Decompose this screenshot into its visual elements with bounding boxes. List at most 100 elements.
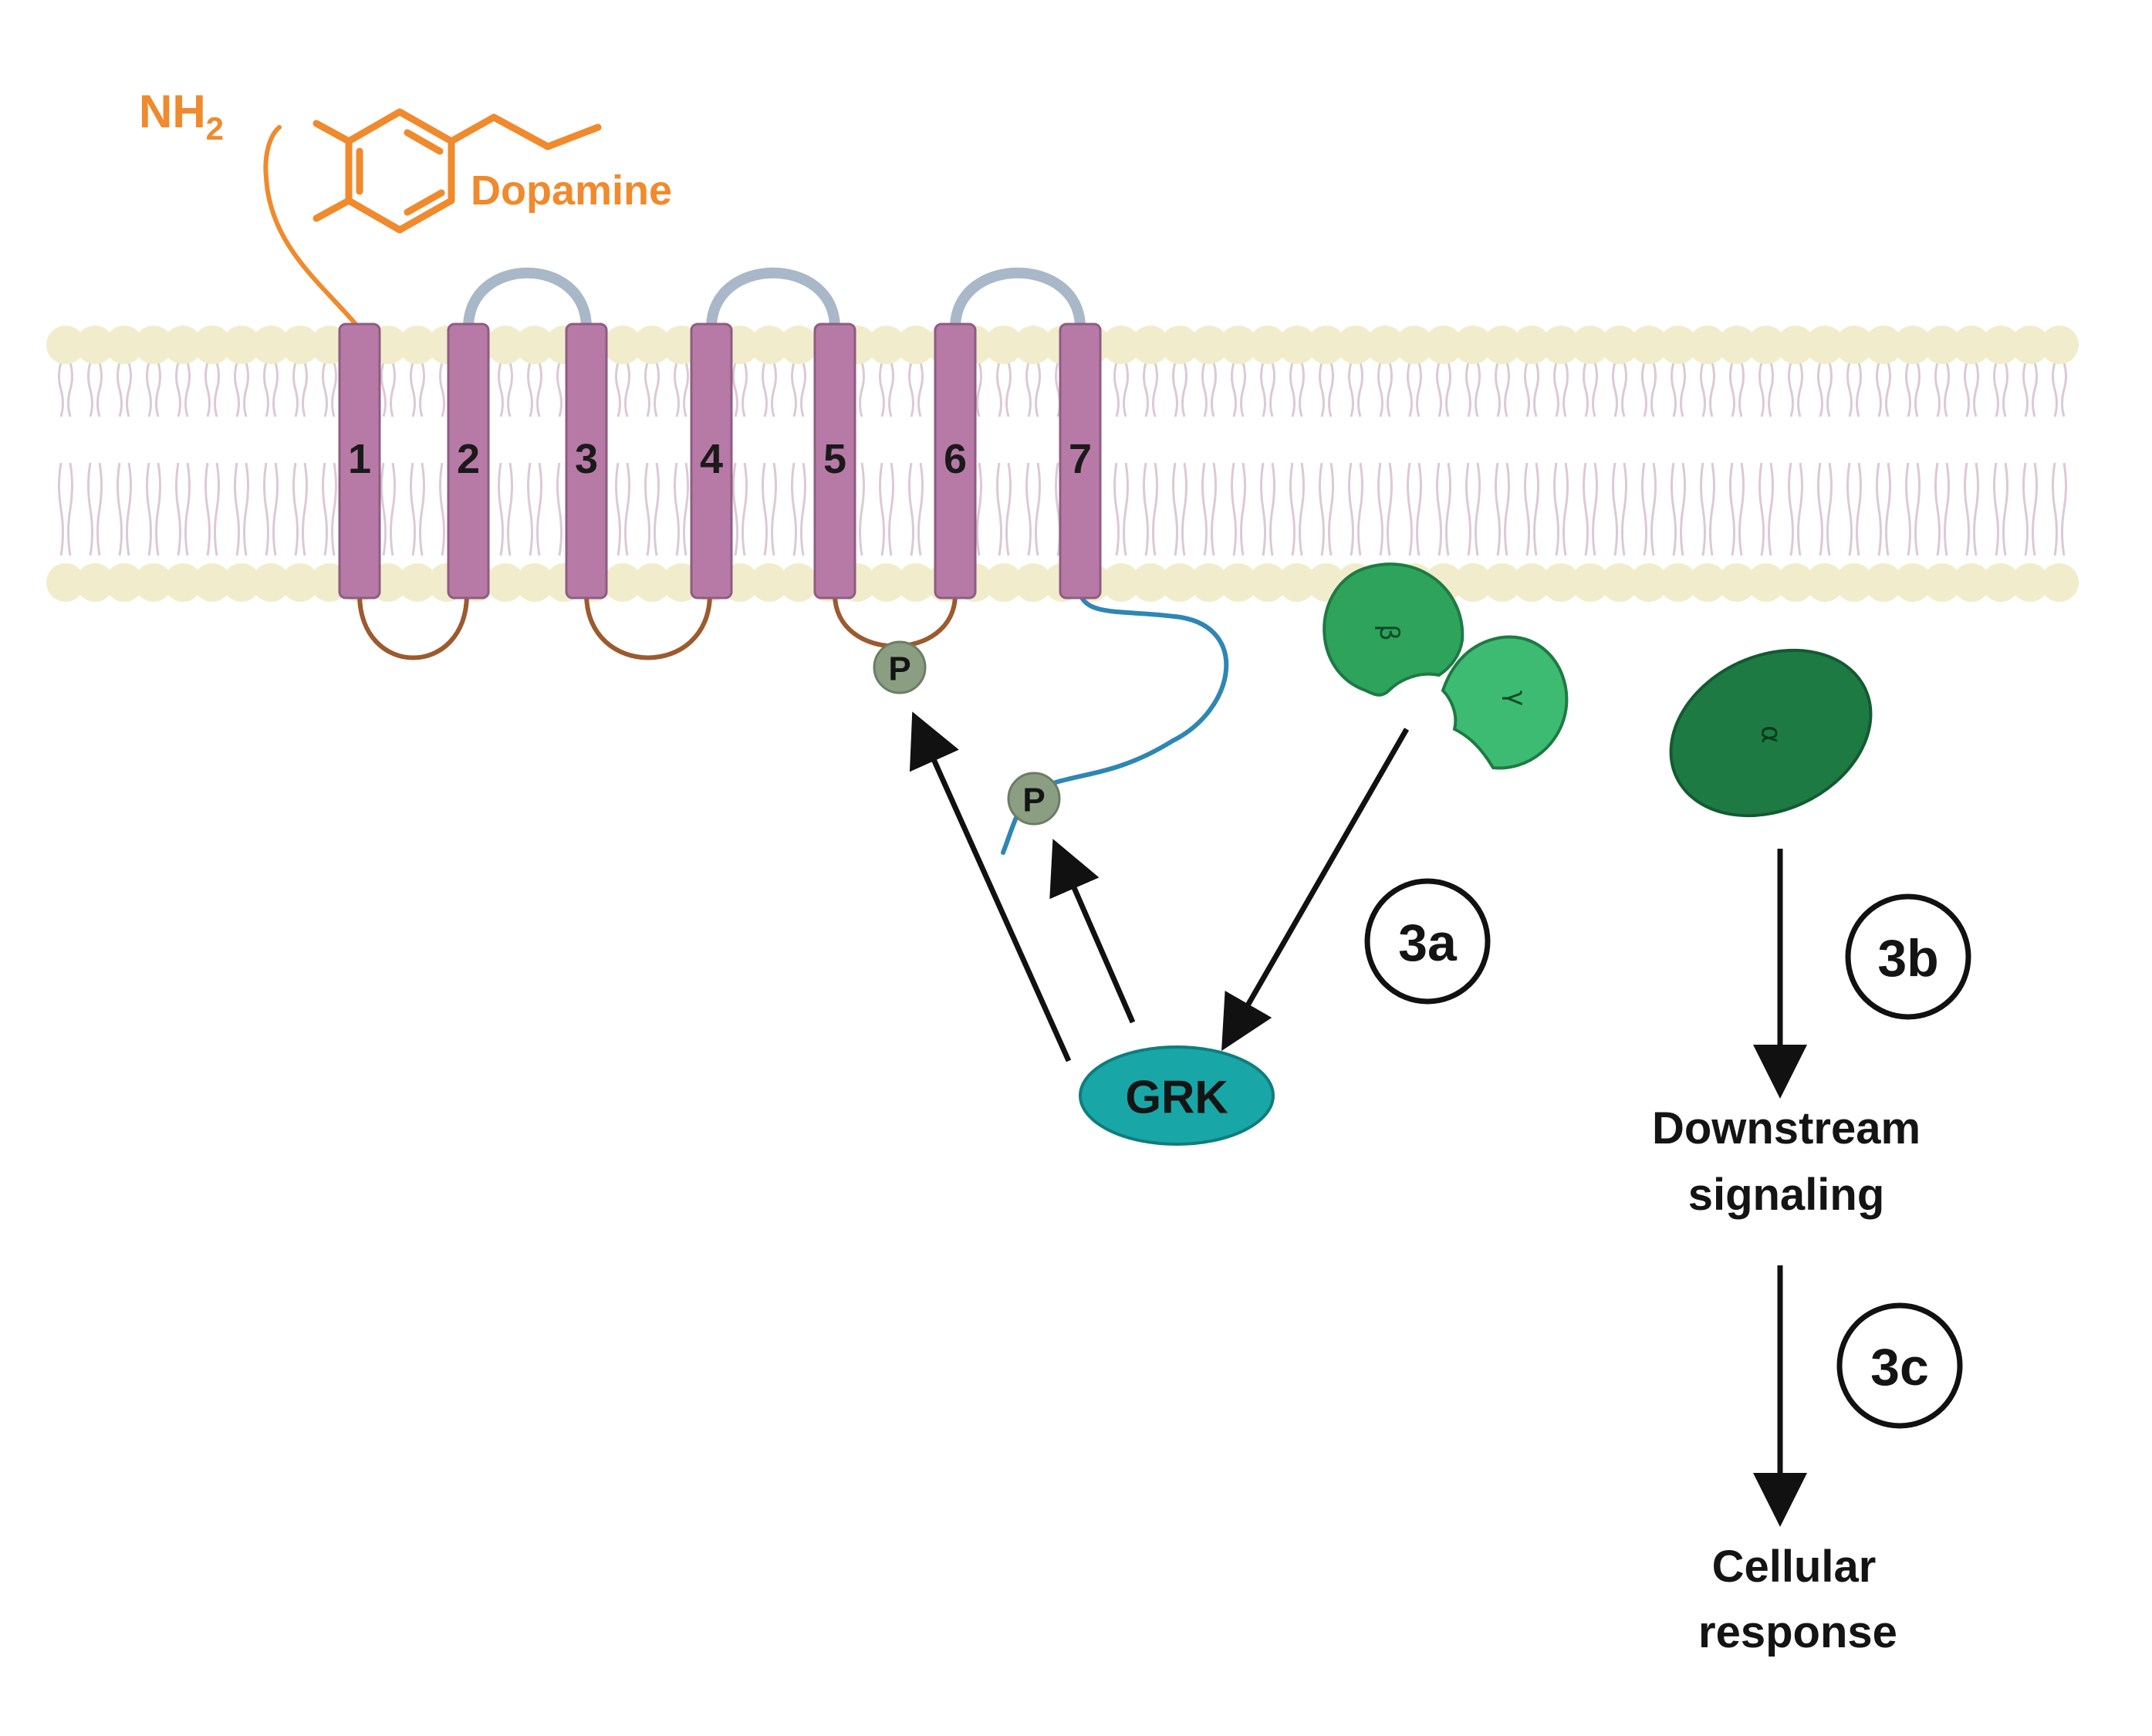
lipid-tail: [2052, 362, 2067, 417]
arrow-grk-to-p1: [909, 711, 1072, 1062]
lipid-head: [1160, 563, 1199, 602]
lipid-tail: [996, 462, 1012, 556]
lipid-tail: [762, 362, 777, 417]
dopamine-label: Dopamine: [471, 167, 672, 214]
dopamine-molecule: [312, 108, 602, 234]
step-3b: 3b: [1845, 893, 1971, 1020]
lipid-head: [867, 563, 906, 602]
lipid-tail: [908, 462, 924, 556]
lipid-tail: [380, 462, 396, 556]
intracellular-loops: [357, 592, 958, 660]
phosphate-label: P: [1022, 782, 1045, 819]
lipid-tail: [1934, 462, 1950, 556]
nh2-label: NH2: [139, 86, 224, 147]
lipid-head: [1278, 326, 1316, 364]
lipid-tail: [1113, 362, 1129, 417]
lipid-tail: [117, 462, 132, 556]
helix-number: 5: [823, 436, 846, 482]
helix-number: 3: [575, 436, 598, 482]
g-gamma-subunit: [1441, 635, 1569, 770]
lipid-head: [1571, 326, 1610, 364]
helix-body: [565, 323, 608, 599]
lipid-head: [222, 563, 261, 602]
lipid-head: [1630, 326, 1668, 364]
lipid-tail: [1289, 362, 1305, 417]
lipid-tail: [292, 462, 308, 556]
lipid-head: [1864, 326, 1903, 364]
lipid-tail: [1964, 462, 1979, 556]
lipid-tail: [263, 462, 279, 556]
lipid-head: [1219, 563, 1258, 602]
lipid-head: [1718, 563, 1756, 602]
lipid-head: [633, 326, 671, 364]
lipid-tail: [908, 362, 924, 417]
lipid-tail: [1348, 362, 1363, 417]
lipid-tail: [58, 462, 73, 556]
lipid-tail: [879, 362, 894, 417]
extracellular-loop-4-5: [706, 267, 840, 333]
intracellular-loop-1-2: [357, 592, 469, 660]
lipid-tail: [1788, 462, 1803, 556]
lipid-tail: [2022, 362, 2038, 417]
lipid-tail: [644, 362, 660, 417]
lipid-tail: [175, 362, 191, 417]
lipid-tail: [1436, 362, 1451, 417]
lipid-tail: [1641, 462, 1657, 556]
lipid-head: [1776, 563, 1815, 602]
lipid-tail: [410, 462, 425, 556]
helix-body: [813, 323, 856, 599]
lipid-tail: [292, 362, 308, 417]
lipid-head: [897, 326, 935, 364]
lipid-head: [603, 563, 642, 602]
helix-number: 4: [700, 436, 723, 482]
lipid-tail: [732, 462, 748, 556]
transmembrane-helix: 4: [690, 323, 733, 599]
lipid-tail: [1671, 462, 1686, 556]
lipid-tail: [234, 462, 249, 556]
lipid-tail: [1407, 362, 1422, 417]
lipid-head: [164, 326, 202, 364]
intracellular-loop-5-6: [833, 592, 958, 649]
lipid-head: [2040, 326, 2079, 364]
lipid-head: [1190, 563, 1228, 602]
lipid-head: [1190, 326, 1228, 364]
lipid-head: [1952, 563, 1991, 602]
lipid-tail: [1758, 362, 1774, 417]
lipid-tail: [1319, 362, 1334, 417]
lipid-tail: [234, 362, 249, 417]
lipid-tail: [1025, 462, 1041, 556]
lipid-tail: [1524, 462, 1539, 556]
lipid-tail: [1231, 462, 1246, 556]
lipid-tail: [1289, 462, 1305, 556]
lipid-head: [1454, 326, 1492, 364]
transmembrane-helix: 2: [447, 323, 490, 599]
grk-kinase: GRK: [1079, 1045, 1275, 1146]
lipid-tail: [879, 462, 894, 556]
lipid-head: [76, 326, 114, 364]
lipid-tail: [1436, 462, 1451, 556]
lipid-head: [1864, 563, 1903, 602]
step-3b-label: 3b: [1877, 929, 1938, 988]
lipid-head: [867, 326, 906, 364]
lipid-head: [1894, 563, 1932, 602]
lipid-tail: [1495, 362, 1510, 417]
lipid-head: [1307, 326, 1346, 364]
downstream-label-line2: signaling: [1688, 1170, 1885, 1220]
lipid-tail: [1260, 362, 1275, 417]
lipid-head: [750, 563, 789, 602]
lipid-tail: [58, 362, 73, 417]
lipid-tail: [674, 462, 689, 556]
lipid-tail: [1583, 462, 1598, 556]
response-label-line2: response: [1698, 1607, 1897, 1657]
lipid-head: [1835, 563, 1873, 602]
lipid-tail: [1143, 462, 1158, 556]
lipid-tail: [1113, 462, 1129, 556]
extracellular-loop-2-3: [463, 267, 592, 333]
lipid-tail: [1729, 362, 1745, 417]
lipid-head: [1395, 326, 1434, 364]
lipid-tail: [146, 462, 161, 556]
lipid-head: [1894, 326, 1932, 364]
step-3c: 3c: [1836, 1302, 1963, 1429]
helix-body: [338, 323, 381, 599]
